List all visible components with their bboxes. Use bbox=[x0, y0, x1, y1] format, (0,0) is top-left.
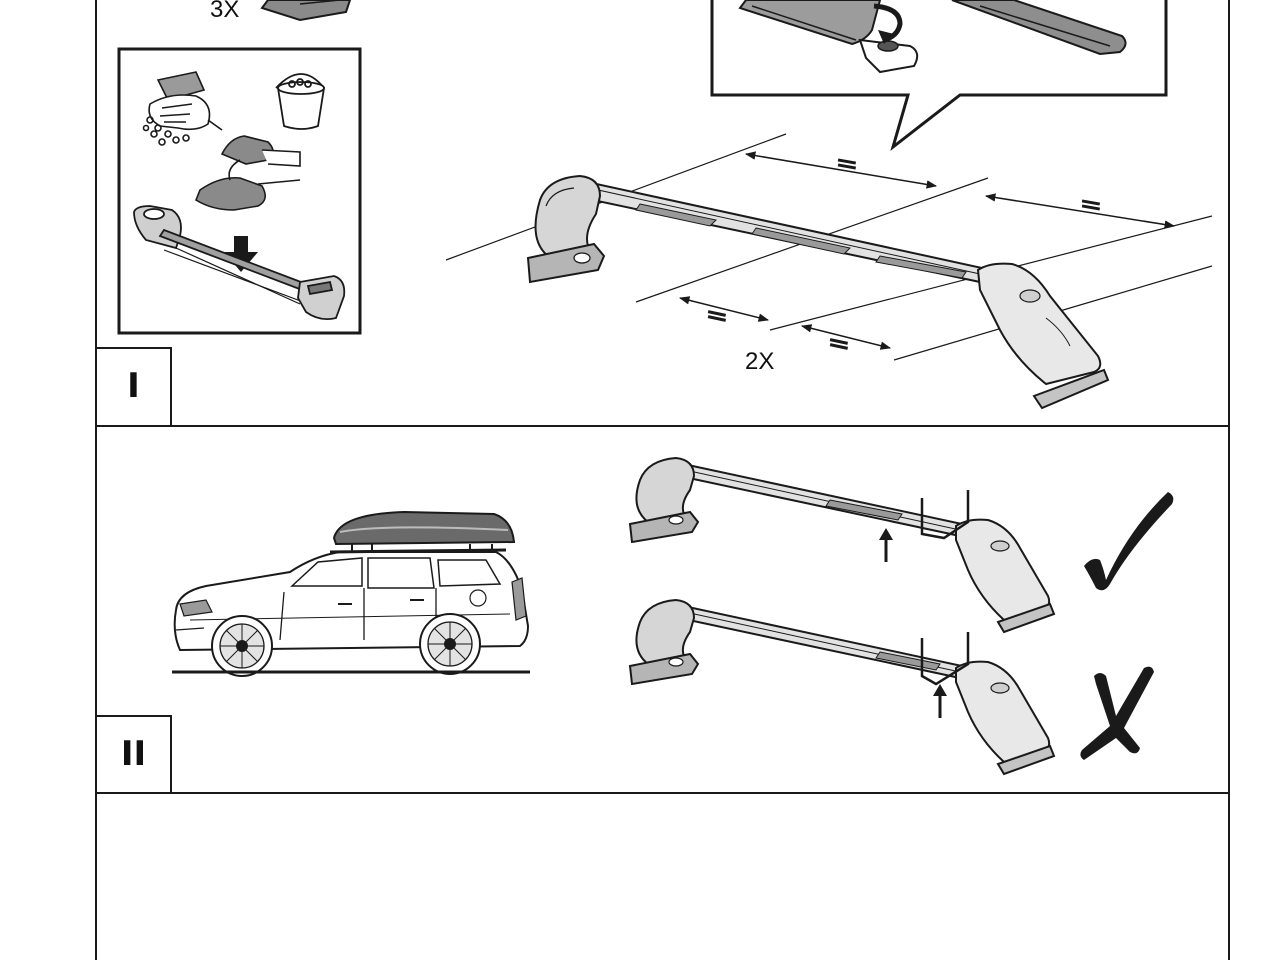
spacing-multiplier-label: 2X bbox=[745, 348, 775, 375]
step-two-label: II bbox=[120, 734, 147, 774]
roof-bar-wrong bbox=[628, 598, 1056, 776]
up-arrow-icon bbox=[879, 528, 893, 562]
car-with-roof-box bbox=[172, 510, 530, 677]
roof-bar-correct bbox=[628, 456, 1056, 634]
up-arrow-icon bbox=[933, 684, 947, 718]
zoom-callout bbox=[710, 0, 1168, 152]
cloth-icon bbox=[195, 135, 301, 211]
step-one-label-box bbox=[95, 347, 172, 427]
top-multiplier-label: 3X bbox=[210, 0, 240, 23]
top-bar-fragment bbox=[260, 0, 352, 22]
step-two-label-box bbox=[95, 715, 172, 794]
rotate-arrow-icon bbox=[873, 3, 903, 44]
cross-mark-icon bbox=[1080, 666, 1154, 760]
step-one-label: I bbox=[127, 366, 140, 406]
equal-marks bbox=[707, 158, 1101, 350]
roof-bar-large bbox=[526, 174, 1110, 410]
cleaning-inset bbox=[117, 47, 362, 335]
dimension-arrows bbox=[678, 151, 1176, 350]
frame bbox=[95, 0, 1230, 960]
press-down-arrow-icon bbox=[224, 236, 258, 272]
cleaning-hands-icon bbox=[142, 71, 223, 146]
water-bucket-icon bbox=[275, 73, 326, 130]
step-one-measurement bbox=[445, 133, 1213, 410]
inset-roof-bar bbox=[133, 205, 346, 321]
check-mark-icon bbox=[1084, 492, 1174, 591]
